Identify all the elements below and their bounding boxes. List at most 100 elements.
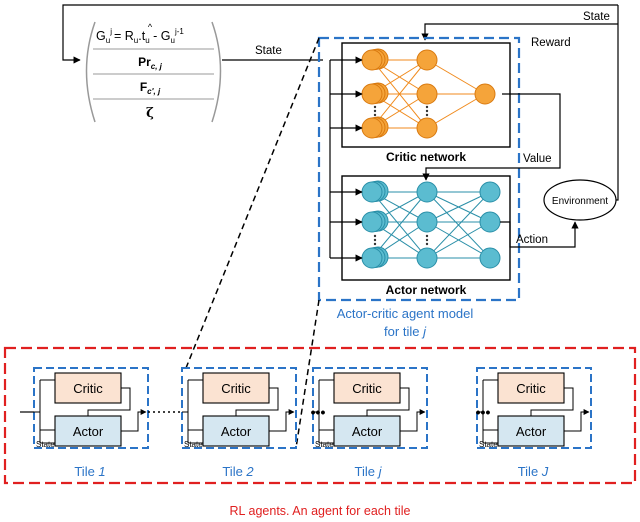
tile-wire bbox=[87, 387, 131, 416]
state-top-label: State bbox=[583, 11, 610, 23]
critic-block-label: Critic bbox=[352, 381, 382, 396]
tile-wire bbox=[564, 409, 590, 432]
tile-state-label: State bbox=[315, 440, 334, 449]
network-node bbox=[416, 211, 438, 233]
reward-arrow bbox=[421, 23, 618, 41]
network-node bbox=[416, 117, 438, 139]
environment-node bbox=[543, 179, 617, 221]
tile-wire bbox=[400, 409, 426, 432]
critic-block bbox=[202, 372, 270, 404]
agent-model-line1: Actor-critic agent model bbox=[337, 306, 474, 321]
state-row-2: Prc, j bbox=[138, 55, 163, 71]
ellipsis-dot bbox=[373, 238, 377, 242]
critic-block-label: Critic bbox=[221, 381, 251, 396]
ellipsis-dot bbox=[425, 109, 429, 113]
env-state-line bbox=[600, 40, 619, 201]
critic-block-label: Critic bbox=[73, 381, 103, 396]
network-edge bbox=[426, 59, 486, 95]
ellipsis-dot bbox=[425, 242, 429, 246]
network-edge bbox=[371, 59, 428, 129]
rl-agents-box bbox=[3, 346, 637, 485]
tile-wire bbox=[530, 387, 574, 416]
tiles: CriticActorStateCriticActorStateCriticAc… bbox=[33, 367, 592, 449]
critic-block-label: Critic bbox=[516, 381, 546, 396]
ellipsis-dot bbox=[425, 105, 429, 109]
tile-labels: Tile 1 Tile 2 Tile j Tile J bbox=[74, 464, 548, 479]
network-node bbox=[416, 83, 438, 105]
hat-mark: ^ bbox=[148, 22, 153, 32]
left-paren bbox=[85, 21, 96, 123]
tile-label: Tile j bbox=[355, 464, 383, 479]
tile-wire bbox=[39, 379, 55, 444]
network-inputs bbox=[329, 56, 363, 262]
network-node bbox=[416, 49, 438, 71]
actor-block-label: Actor bbox=[221, 424, 252, 439]
tile-box bbox=[476, 367, 592, 449]
ellipsis-3: ••• bbox=[476, 404, 491, 420]
ellipsis-dot bbox=[373, 105, 377, 109]
caption: RL agents. An agent for each tile bbox=[230, 504, 411, 518]
tile-label: Tile 2 bbox=[222, 464, 254, 479]
network-node bbox=[361, 211, 383, 233]
network-node bbox=[361, 49, 383, 71]
action-label: Action bbox=[516, 234, 548, 246]
tile-box bbox=[33, 367, 149, 449]
tile-box bbox=[181, 367, 297, 449]
tile-box bbox=[312, 367, 428, 449]
state-row-3: Fc', j bbox=[140, 80, 161, 96]
ellipsis-dot bbox=[425, 113, 429, 117]
critic-block bbox=[54, 372, 122, 404]
network-node bbox=[479, 181, 501, 203]
agent-model-line2: for tile j bbox=[384, 324, 427, 339]
ellipsis-dot bbox=[373, 234, 377, 238]
actor-network bbox=[361, 180, 501, 269]
network-node bbox=[361, 247, 383, 269]
ellipsis-dot bbox=[373, 242, 377, 246]
value-label: Value bbox=[523, 153, 552, 165]
right-paren bbox=[211, 21, 222, 123]
ellipsis-2: ••• bbox=[311, 404, 326, 420]
network-edge bbox=[426, 93, 486, 129]
network-node bbox=[416, 181, 438, 203]
actor-block-label: Actor bbox=[516, 424, 547, 439]
zoom-line-right bbox=[295, 299, 320, 449]
actor-block bbox=[54, 415, 122, 447]
ellipsis-dot bbox=[373, 109, 377, 113]
network-node bbox=[361, 83, 383, 105]
zoom-line-left bbox=[185, 37, 320, 369]
network-node bbox=[361, 117, 383, 139]
tile-state-label: State bbox=[479, 440, 498, 449]
network-node bbox=[479, 211, 501, 233]
agent-model-box bbox=[317, 36, 521, 302]
network-edge bbox=[426, 191, 491, 223]
network-node bbox=[361, 181, 383, 203]
tile-state-label: State bbox=[184, 440, 203, 449]
state-feedback-arrow bbox=[62, 4, 618, 64]
network-edge bbox=[426, 221, 491, 259]
tile-state-label: State bbox=[36, 440, 55, 449]
network-edge bbox=[426, 191, 491, 259]
state-row-1: Guj= Ru.tu - Guj-1 bbox=[96, 27, 184, 45]
state-row-4: ζ bbox=[146, 106, 154, 121]
critic-block bbox=[333, 372, 401, 404]
tile-label: Tile 1 bbox=[74, 464, 105, 479]
actor-block-label: Actor bbox=[73, 424, 104, 439]
value-arrow bbox=[422, 93, 561, 181]
ellipsis-dot bbox=[425, 238, 429, 242]
reward-label: Reward bbox=[531, 37, 571, 49]
state-vector: Guj= Ru.tu - Guj-1 ^ Prc, j Fc', j ζ bbox=[85, 21, 222, 123]
network-node bbox=[416, 247, 438, 269]
ellipsis-dot bbox=[425, 234, 429, 238]
critic-network-box bbox=[341, 42, 511, 148]
network-node bbox=[474, 83, 496, 105]
critic-network-label: Critic network bbox=[386, 150, 466, 164]
ellipsis-dot bbox=[373, 113, 377, 117]
actor-network-label: Actor network bbox=[386, 283, 467, 297]
tile-wire bbox=[366, 387, 410, 416]
tile-label: Tile J bbox=[518, 464, 549, 479]
tile-wire bbox=[235, 387, 279, 416]
